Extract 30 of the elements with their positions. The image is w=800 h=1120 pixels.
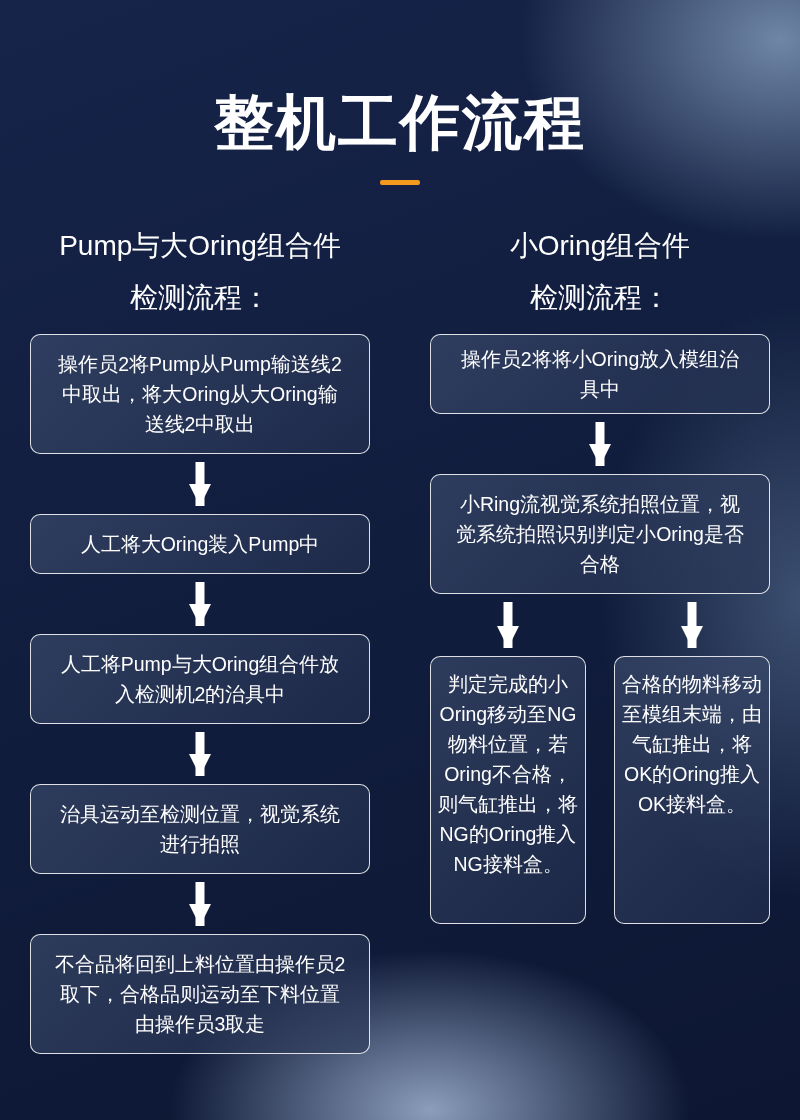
process-box xyxy=(614,656,770,924)
process-box xyxy=(430,334,770,414)
column-heading: 检测流程： xyxy=(129,281,271,315)
step-text: 人工将大Oring装入Pump中 xyxy=(80,532,320,557)
arrow xyxy=(189,582,211,626)
arrow xyxy=(189,462,211,506)
arrow xyxy=(589,422,611,466)
arrow xyxy=(497,602,519,648)
arrow xyxy=(189,732,211,776)
column-heading: 检测流程： xyxy=(529,281,671,315)
process-box xyxy=(430,474,770,594)
step-text: 合格的物料移动至模组末端，由气缸推出，将OK的Oring推入OK接料盒。 xyxy=(621,672,763,817)
step-text: 判定完成的小Oring移动至NG物料位置，若Oring不合格，则气缸推出，将NG的Oring推入NG接料盒。 xyxy=(437,672,579,877)
process-box xyxy=(30,334,370,454)
arrow xyxy=(189,882,211,926)
step-text: 操作员2将将小Oring放入模组治具中 xyxy=(459,347,741,402)
step-text: 不合品将回到上料位置由操作员2取下，合格品则运动至下料位置由操作员3取走 xyxy=(53,952,347,1037)
step-text: 治具运动至检测位置，视觉系统进行拍照 xyxy=(59,802,341,857)
process-box xyxy=(30,934,370,1054)
column-heading: 小Oring组合件 xyxy=(508,229,692,263)
process-box xyxy=(30,784,370,874)
step-text: 人工将Pump与大Oring组合件放入检测机2的治具中 xyxy=(59,652,341,707)
column-heading: Pump与大Oring组合件 xyxy=(58,229,342,263)
step-text: 操作员2将Pump从Pump输送线2中取出，将大Oring从大Oring输送线2中取出 xyxy=(57,352,343,437)
arrow xyxy=(681,602,703,648)
step-text: 小Ring流视觉系统拍照位置，视觉系统拍照识别判定小Oring是否合格 xyxy=(455,492,745,577)
process-box xyxy=(430,656,586,924)
title: 整机工作流程 xyxy=(213,88,587,158)
process-box xyxy=(30,634,370,724)
process-box xyxy=(30,514,370,574)
